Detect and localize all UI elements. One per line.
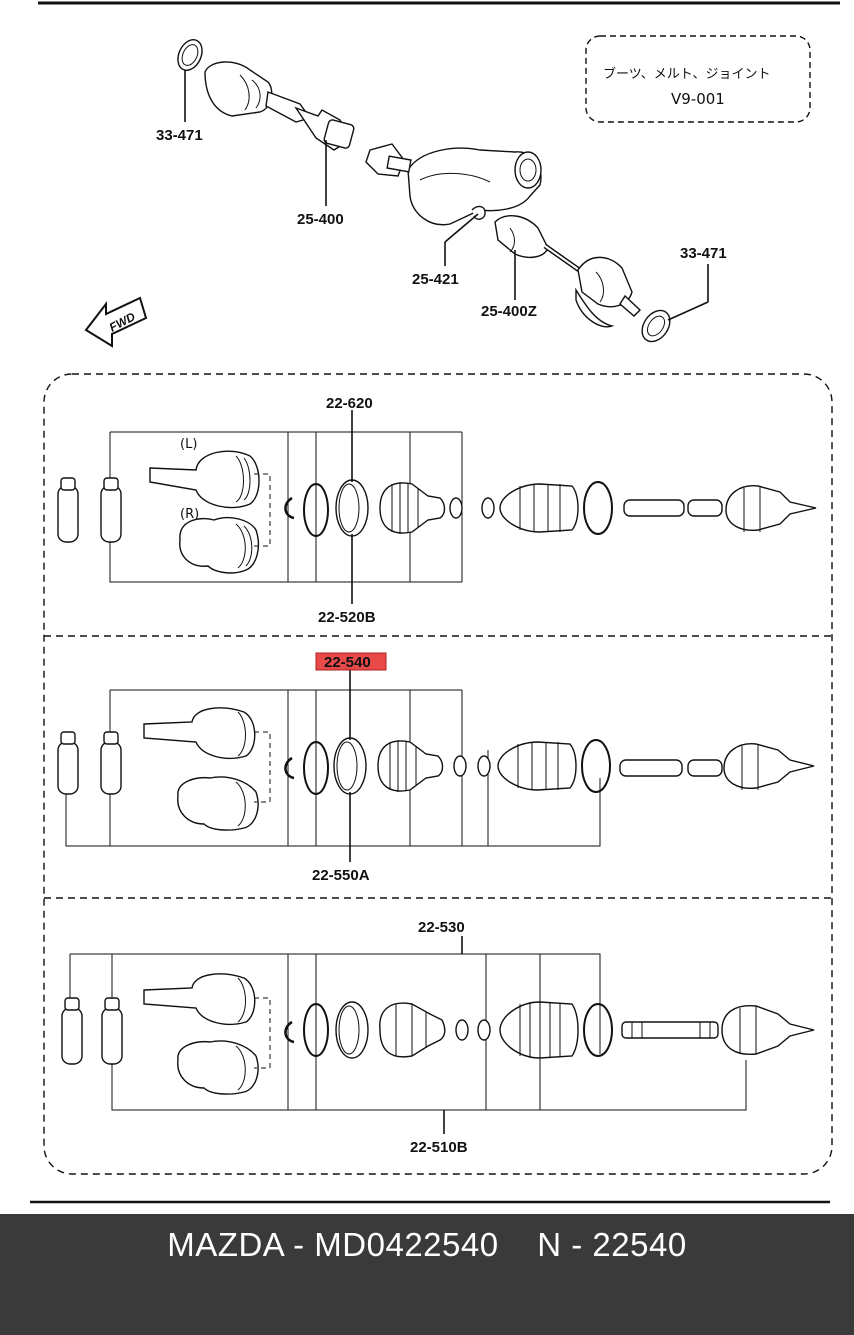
label-25-400: 25-400 — [297, 211, 344, 228]
label-33-471-left: 33-471 — [156, 127, 203, 144]
highlight-box — [315, 652, 387, 671]
label-25-421: 25-421 — [412, 271, 459, 288]
section1-bottom-label: 22-520B — [318, 609, 376, 626]
side-label-l: (L) — [180, 437, 197, 452]
note-box-title: ブーツ、メルト、ジョイント — [603, 66, 770, 82]
footer-bar: MAZDA - MD0422540 N - 22540 — [0, 1214, 854, 1335]
section2-bottom-label: 22-550A — [312, 867, 370, 884]
parts-diagram: 33-471 25-400 25-421 25-400Z 33-471 ブーツ、… — [30, 1, 840, 1204]
section-2: 22-540 22-550A — [57, 652, 815, 884]
fwd-arrow: FWD — [84, 296, 148, 348]
label-33-471-right: 33-471 — [680, 245, 727, 262]
note-box-code: V9-001 — [671, 90, 725, 108]
differential-housing — [407, 147, 542, 226]
note-box: ブーツ、メルト、ジョイント V9-001 — [585, 35, 811, 123]
label-25-400z: 25-400Z — [481, 303, 537, 320]
section3-top-label: 22-530 — [418, 919, 465, 936]
footer-part-number: MAZDA - MD0422540 N - 22540 — [167, 1226, 687, 1263]
section2-top-label: 22-540 — [324, 654, 371, 671]
oil-seal-left — [177, 39, 203, 71]
section-3: 22-530 22-510B — [61, 919, 815, 1156]
section3-bottom-label: 22-510B — [410, 1139, 468, 1156]
oil-seal-right — [641, 309, 671, 343]
lower-frame — [43, 373, 833, 1175]
section1-top-label: 22-620 — [326, 395, 373, 412]
side-label-r: (R) — [180, 507, 199, 522]
top-assembly: 33-471 25-400 25-421 25-400Z 33-471 — [156, 39, 727, 343]
section-1: (L) (R) 22-620 22-520B — [57, 395, 817, 626]
